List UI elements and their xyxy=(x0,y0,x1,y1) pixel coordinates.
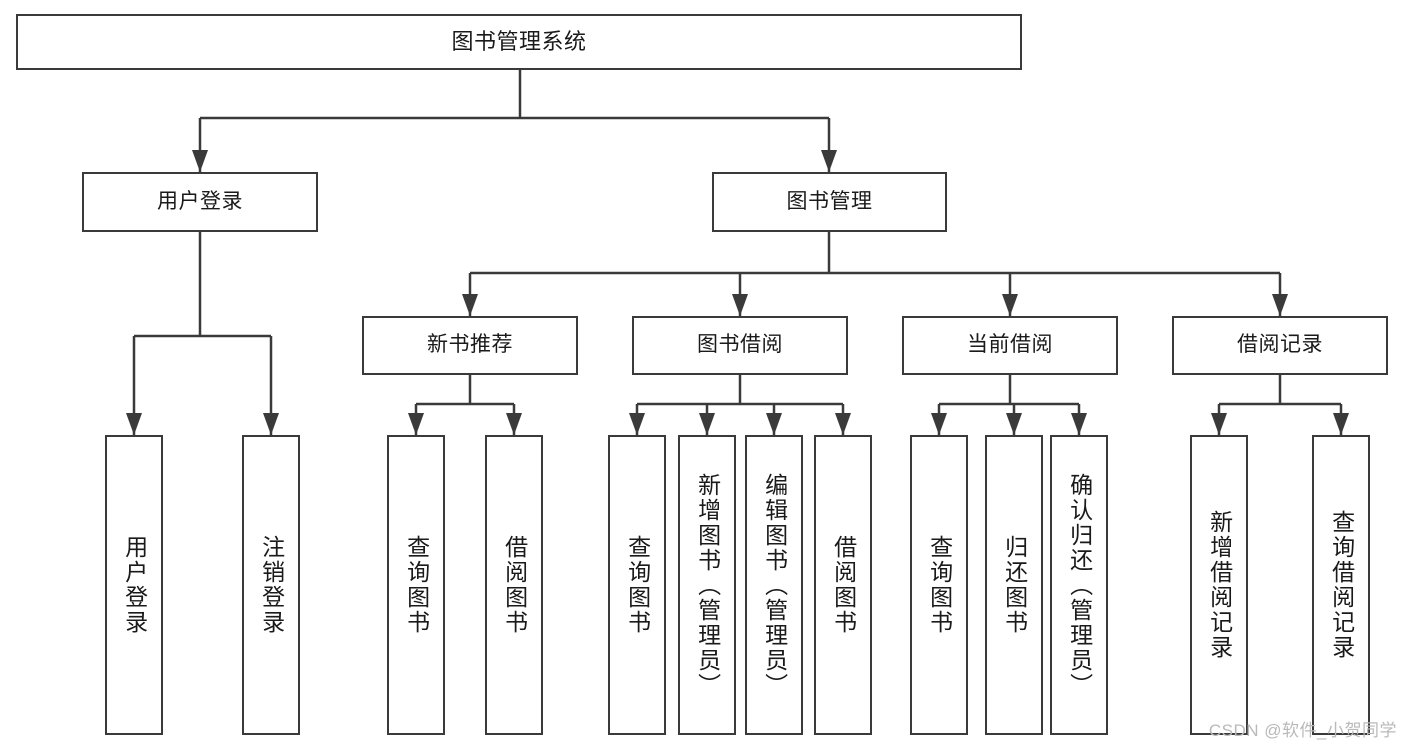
node-label: 借阅记录 xyxy=(1237,333,1323,357)
node-label: 新书推荐 xyxy=(427,333,513,357)
node-label: 查询借阅记录 xyxy=(1328,510,1355,660)
node-label: 用户登录 xyxy=(121,535,148,635)
node-leaf-user-login[interactable]: 用户登录 xyxy=(105,435,163,735)
bar-book-manage-arrowhead xyxy=(1272,294,1288,316)
node-label: 新增图书（管理员） xyxy=(694,472,721,698)
bar-book-borrow-arrowhead xyxy=(766,413,782,435)
node-leaf-add-record[interactable]: 新增借阅记录 xyxy=(1190,435,1248,735)
node-label: 归还图书 xyxy=(1001,535,1028,635)
bar-current-borrow-arrowhead xyxy=(1006,413,1022,435)
node-leaf-borrow-book-1[interactable]: 借阅图书 xyxy=(485,435,543,735)
node-new-book-rec[interactable]: 新书推荐 xyxy=(362,316,578,375)
bar-book-manage-arrowhead xyxy=(732,294,748,316)
bar-user-login-arrowhead xyxy=(126,413,142,435)
node-label: 图书管理 xyxy=(786,189,873,213)
node-borrow-record[interactable]: 借阅记录 xyxy=(1172,316,1388,375)
node-leaf-borrow-book-2[interactable]: 借阅图书 xyxy=(814,435,872,735)
node-label: 确认归还（管理员） xyxy=(1066,472,1093,698)
node-label: 查询图书 xyxy=(403,535,430,635)
node-leaf-query-record[interactable]: 查询借阅记录 xyxy=(1312,435,1370,735)
bar-book-manage-arrowhead xyxy=(462,294,478,316)
node-leaf-query-book-2[interactable]: 查询图书 xyxy=(608,435,666,735)
bar-borrow-record-arrowhead xyxy=(1333,413,1349,435)
node-user-login[interactable]: 用户登录 xyxy=(82,172,318,232)
node-book-borrow[interactable]: 图书借阅 xyxy=(632,316,848,375)
node-label: 借阅图书 xyxy=(830,535,857,635)
watermark: CSDN @软件_小贺同学 xyxy=(1208,721,1397,740)
node-label: 当前借阅 xyxy=(967,333,1053,357)
node-leaf-edit-book[interactable]: 编辑图书（管理员） xyxy=(745,435,803,735)
node-current-borrow[interactable]: 当前借阅 xyxy=(902,316,1118,375)
node-leaf-user-logout[interactable]: 注销登录 xyxy=(242,435,300,735)
node-leaf-query-book-1[interactable]: 查询图书 xyxy=(387,435,445,735)
bar-borrow-record-arrowhead xyxy=(1211,413,1227,435)
node-label: 借阅图书 xyxy=(501,535,528,635)
bar-new-book-rec-arrowhead xyxy=(408,413,424,435)
bar-current-borrow-arrowhead xyxy=(931,413,947,435)
bar-book-borrow-arrowhead xyxy=(629,413,645,435)
node-label: 新增借阅记录 xyxy=(1206,510,1233,660)
node-label: 查询图书 xyxy=(926,535,953,635)
bar-root-arrowhead xyxy=(821,150,837,172)
bar-user-login-arrowhead xyxy=(263,413,279,435)
node-leaf-confirm-return[interactable]: 确认归还（管理员） xyxy=(1050,435,1108,735)
bar-root-arrowhead xyxy=(192,150,208,172)
node-label: 查询图书 xyxy=(624,535,651,635)
node-label: 图书借阅 xyxy=(697,333,783,357)
node-label: 编辑图书（管理员） xyxy=(761,472,788,698)
bar-book-borrow-arrowhead xyxy=(699,413,715,435)
node-leaf-return-book[interactable]: 归还图书 xyxy=(985,435,1043,735)
node-leaf-add-book[interactable]: 新增图书（管理员） xyxy=(678,435,736,735)
node-root[interactable]: 图书管理系统 xyxy=(16,14,1022,70)
bar-book-manage-arrowhead xyxy=(1002,294,1018,316)
node-book-manage[interactable]: 图书管理 xyxy=(712,172,947,232)
node-label: 图书管理系统 xyxy=(451,29,587,55)
bar-book-borrow-arrowhead xyxy=(835,413,851,435)
node-label: 注销登录 xyxy=(258,535,285,635)
node-label: 用户登录 xyxy=(157,189,243,213)
node-leaf-query-book-3[interactable]: 查询图书 xyxy=(910,435,968,735)
bar-current-borrow-arrowhead xyxy=(1071,413,1087,435)
bar-new-book-rec-arrowhead xyxy=(506,413,522,435)
